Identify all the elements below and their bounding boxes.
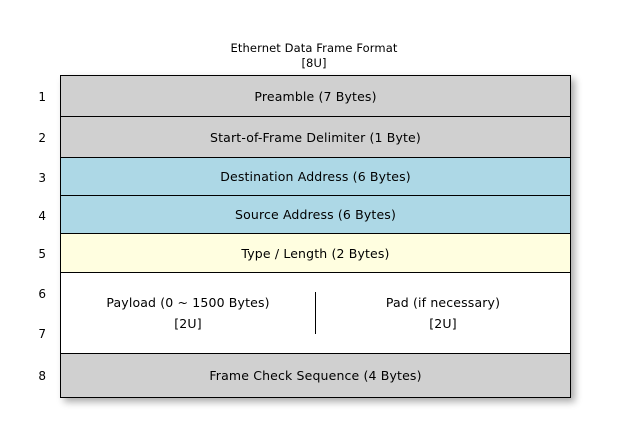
- diagram-title-subscript: [8U]: [301, 56, 327, 70]
- frame-field-cell-left: Payload (0 ~ 1500 Bytes) [2U]: [61, 292, 316, 334]
- frame-field-label: Source Address (6 Bytes): [234, 207, 396, 222]
- frame-field-label: Destination Address (6 Bytes): [220, 169, 411, 184]
- frame-field-subscript: [2U]: [429, 316, 457, 331]
- row-number-gutter: 1 2 3 4 5 6 7 8: [14, 77, 52, 398]
- row-number-5: 5: [38, 247, 46, 262]
- row-number-4: 4: [38, 208, 46, 223]
- diagram-title-block: Ethernet Data Frame Format [8U]: [0, 41, 628, 71]
- frame-field-label: Start-of-Frame Delimiter (1 Byte): [210, 129, 421, 145]
- frame-field-row: Source Address (6 Bytes): [61, 196, 570, 234]
- frame-field-label: Pad (if necessary): [385, 295, 501, 310]
- row-number-8: 8: [38, 369, 46, 384]
- frame-field-label: Payload (0 ~ 1500 Bytes): [106, 295, 270, 310]
- frame-field-label: Preamble (7 Bytes): [254, 88, 377, 104]
- row-number-2: 2: [38, 131, 46, 146]
- frame-field-subscript: [2U]: [174, 316, 202, 331]
- frame-field-label: Frame Check Sequence (4 Bytes): [209, 368, 422, 383]
- row-number-7: 7: [38, 327, 46, 342]
- frame-field-row: Frame Check Sequence (4 Bytes): [61, 354, 570, 397]
- frame-field-row: Preamble (7 Bytes): [61, 76, 570, 117]
- frame-field-row: Type / Length (2 Bytes): [61, 234, 570, 273]
- frame-field-cell-right: Pad (if necessary) [2U]: [316, 292, 570, 334]
- row-number-3: 3: [38, 170, 46, 185]
- frame-field-row: Payload (0 ~ 1500 Bytes)[2U]Pad (if nece…: [61, 273, 570, 354]
- frame-format-table: Preamble (7 Bytes) Start-of-Frame Delimit…: [60, 75, 571, 398]
- row-number-6: 6: [38, 286, 46, 301]
- frame-field-label: Type / Length (2 Bytes): [241, 245, 390, 261]
- frame-field-row: Start-of-Frame Delimiter (1 Byte): [61, 117, 570, 158]
- diagram-title: Ethernet Data Frame Format: [230, 41, 398, 55]
- frame-field-row: Destination Address (6 Bytes): [61, 158, 570, 196]
- row-number-1: 1: [38, 90, 46, 105]
